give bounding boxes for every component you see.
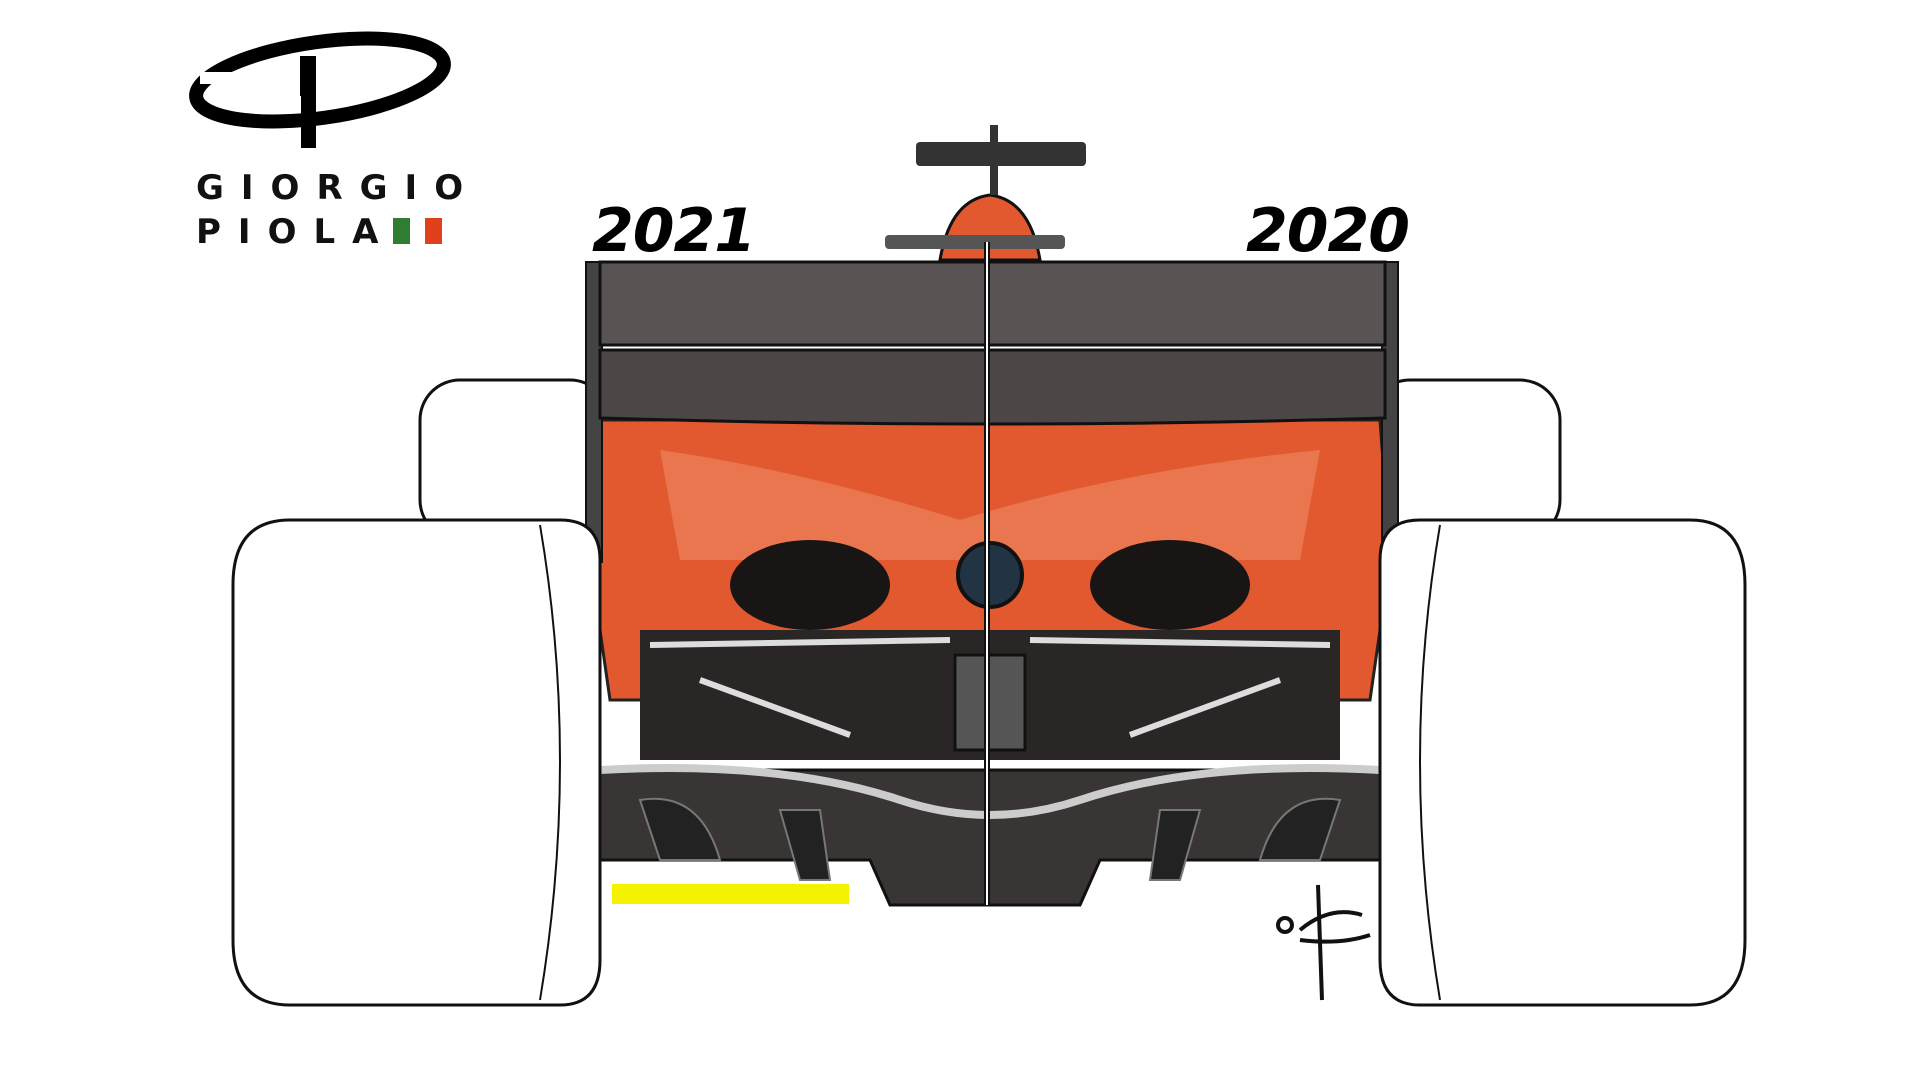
highlight-bar	[612, 884, 849, 904]
artist-signature	[1276, 884, 1371, 1001]
diffuser-strakes	[638, 797, 1342, 881]
t-wing	[885, 235, 1065, 249]
camera-stem	[990, 125, 998, 195]
camera-pod	[916, 142, 1086, 166]
suspension-arms	[649, 637, 1331, 738]
flag-green	[393, 218, 410, 244]
upper-tyres	[418, 378, 1562, 542]
rear-wing-upper-flap	[598, 260, 1387, 347]
label-2021: 2021	[592, 196, 756, 266]
right-rear-tyre	[1378, 518, 1747, 1007]
flag-red	[425, 218, 442, 244]
left-rear-tyre	[231, 518, 602, 1007]
left-sidepod-exit	[730, 540, 890, 630]
logo-text-piola: PIOLA	[196, 212, 396, 252]
giorgio-piola-logo-mark	[189, 31, 451, 148]
right-sidepod-exit	[1090, 540, 1250, 630]
label-2020: 2020	[1246, 196, 1410, 266]
body-highlight	[660, 450, 1320, 560]
logo-text-giorgio: GIORGIO	[196, 168, 481, 208]
rear-wing-main-plane	[598, 348, 1387, 426]
